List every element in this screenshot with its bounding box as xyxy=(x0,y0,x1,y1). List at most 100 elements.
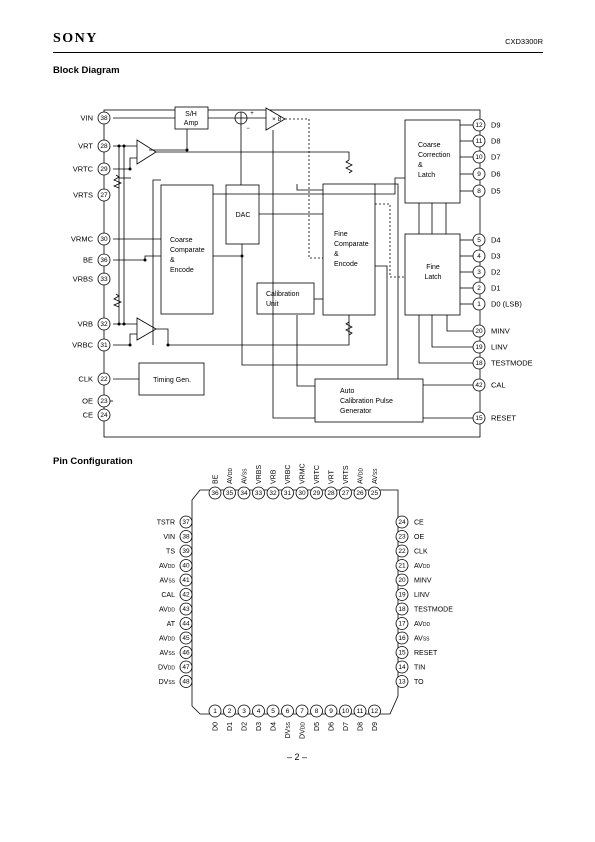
package-pin-label: LINV xyxy=(414,592,430,599)
bd-pin-number: 42 xyxy=(475,382,483,389)
package-pin-number: 44 xyxy=(182,621,190,628)
package-pin-45: 45 AVDD xyxy=(159,631,193,645)
package-pin-circle xyxy=(179,646,193,659)
package-pin-label: D0 xyxy=(213,722,220,731)
bd-pin-label: D9 xyxy=(491,121,501,130)
package-pin-label: VRTS xyxy=(343,465,350,484)
package-pin-number: 39 xyxy=(182,548,190,555)
package-pin-circle xyxy=(310,704,323,718)
package-pin-number: 14 xyxy=(398,664,406,671)
package-pin-label: VRBC xyxy=(285,465,292,484)
package-pin-label: AVDD xyxy=(159,636,175,643)
bd-pin-label: D6 xyxy=(491,170,501,179)
bd-pin-circle xyxy=(472,134,486,148)
package-pin-label: VRBS xyxy=(256,465,263,484)
package-pin-circle xyxy=(368,486,381,500)
bd-pin-circle xyxy=(472,340,486,354)
package-pin-label: D5 xyxy=(314,722,321,731)
bd-pin-circle xyxy=(97,394,111,408)
package-pin-circle xyxy=(179,573,193,587)
package-pin-number: 23 xyxy=(398,534,406,541)
page-number: – 2 – xyxy=(287,752,307,762)
package-pin-circle xyxy=(353,704,367,718)
package-pin-number: 10 xyxy=(342,708,350,715)
package-pin-circle xyxy=(395,646,409,659)
sum-plus-label: + xyxy=(250,111,254,117)
bd-pin-circle xyxy=(97,253,111,267)
package-pin-number: 48 xyxy=(182,679,190,686)
bd-pin-circle xyxy=(97,317,111,331)
package-pin-label: TSTR xyxy=(157,520,175,527)
package-pin-circle xyxy=(252,486,265,500)
package-pin-label: D6 xyxy=(329,722,336,731)
bd-pin-circle xyxy=(97,111,111,125)
package-pin-circle xyxy=(266,486,280,500)
package-pin-label: BE xyxy=(213,474,220,484)
package-pin-label: D4 xyxy=(271,722,278,731)
package-pin-number: 18 xyxy=(398,606,406,613)
bd-pin-circle xyxy=(472,150,486,164)
bd-pin-label: CAL xyxy=(491,381,506,390)
bd-pin-number: 33 xyxy=(100,276,108,283)
bd-pin-number: 8 xyxy=(477,188,481,195)
bd-pin-number: 28 xyxy=(100,143,108,150)
package-pin-label: AVDD xyxy=(159,607,175,614)
fine-latch-block xyxy=(404,233,461,316)
bd-pin-label: D5 xyxy=(491,187,501,196)
package-pin-number: 12 xyxy=(371,708,379,715)
package-pin-circle xyxy=(179,588,193,601)
bd-pin-number: 36 xyxy=(100,257,108,264)
package-pin-circle xyxy=(353,486,367,500)
bd-pin-number: 10 xyxy=(475,154,483,161)
package-pin-circle xyxy=(237,704,251,718)
package-pin-number: 16 xyxy=(398,635,406,642)
bd-pin-number: 9 xyxy=(477,171,481,178)
bd-pin-label: TESTMODE xyxy=(491,359,533,368)
bd-pin-label: MINV xyxy=(491,327,510,336)
package-pin-circle xyxy=(395,573,409,587)
package-pin-circle xyxy=(395,559,409,572)
package-pin-label: AVDD xyxy=(358,468,365,484)
bd-pin-circle xyxy=(472,411,486,425)
package-pin-2: 2D1 xyxy=(223,704,236,731)
bd-pin-circle xyxy=(472,265,486,279)
auto-calibration-block xyxy=(314,378,424,423)
package-pin-number: 15 xyxy=(398,650,406,657)
package-pin-circle xyxy=(179,631,193,645)
bd-pin-label: RESET xyxy=(491,414,516,423)
bd-pin-number: 32 xyxy=(100,321,108,328)
package-pin-number: 45 xyxy=(182,635,190,642)
package-pin-number: 35 xyxy=(226,490,234,497)
bd-pin-number: 20 xyxy=(475,328,483,335)
package-pin-label: TO xyxy=(414,679,424,686)
package-pin-label: D7 xyxy=(343,722,350,731)
bd-pin-label: VRTC xyxy=(73,165,94,174)
bd-pin-circle xyxy=(472,297,486,311)
bd-pin-circle xyxy=(472,249,486,263)
coarse-comparator-block xyxy=(160,184,214,315)
bd-pin-circle xyxy=(97,232,111,246)
